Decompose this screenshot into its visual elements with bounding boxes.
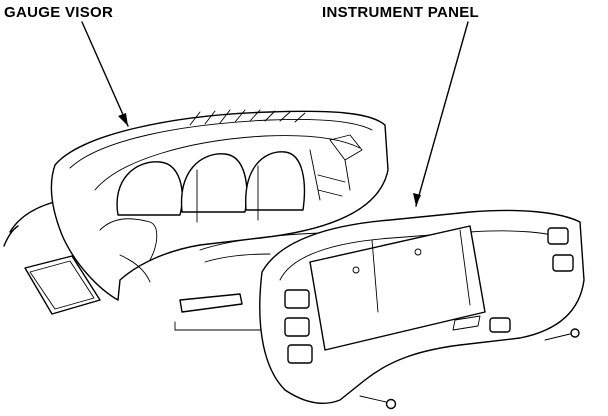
screw-right: [544, 328, 580, 341]
gauge-visor-leader: [81, 21, 129, 127]
gauge-visor-label: GAUGE VISOR: [4, 4, 114, 21]
vent-panel: [24, 255, 101, 315]
screw-bottom: [359, 395, 397, 410]
instrument-panel-label: INSTRUMENT PANEL: [322, 4, 480, 21]
gauge-visor: [50, 109, 389, 331]
instrument-panel-leader: [413, 21, 469, 207]
instrument-panel: [259, 209, 585, 404]
mounting-frame: [199, 231, 341, 263]
